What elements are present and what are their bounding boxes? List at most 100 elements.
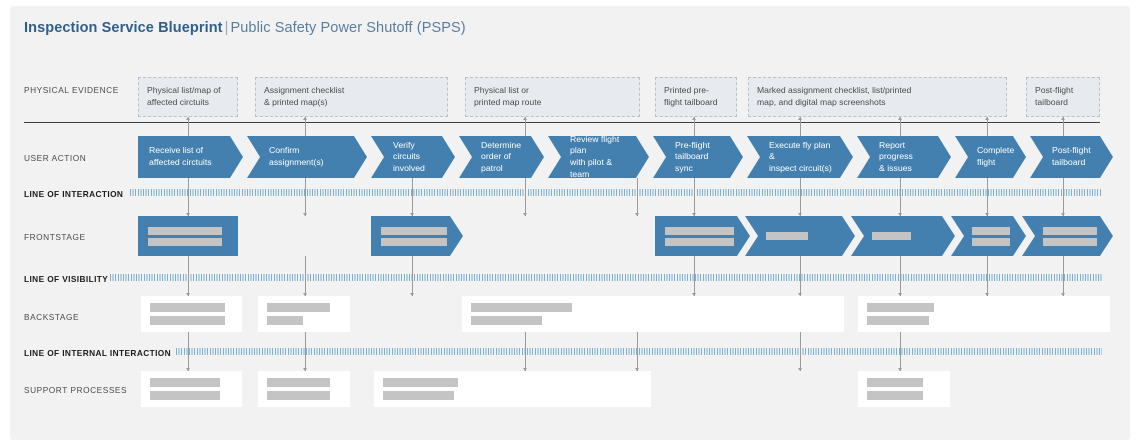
redacted-bar bbox=[383, 391, 454, 400]
connector-arrow bbox=[303, 368, 307, 371]
redacted-bars bbox=[471, 296, 835, 332]
connector-arrow bbox=[186, 117, 190, 120]
title-subtitle: Public Safety Power Shutoff (PSPS) bbox=[230, 20, 466, 36]
connector-arrow bbox=[798, 117, 802, 120]
redacted-bars bbox=[867, 296, 1101, 332]
user-action-step[interactable]: Report progress & issues bbox=[857, 136, 951, 178]
redacted-bar bbox=[381, 227, 447, 235]
redacted-bar bbox=[471, 316, 542, 325]
connector-line bbox=[525, 178, 526, 216]
connector-arrow bbox=[1061, 213, 1065, 216]
physical-evidence-box[interactable]: Assignment checklist & printed map(s) bbox=[255, 77, 448, 117]
support-process-block[interactable] bbox=[858, 371, 950, 407]
user-action-label: Post-flight tailboard bbox=[1052, 145, 1091, 167]
redacted-bars bbox=[267, 296, 341, 332]
user-action-step[interactable]: Verify circuits involved bbox=[371, 136, 455, 178]
physical-evidence-label: Post-flight tailboard bbox=[1035, 85, 1074, 107]
connector-arrow bbox=[898, 213, 902, 216]
connector-line bbox=[987, 178, 988, 216]
connector-arrow bbox=[692, 117, 696, 120]
connector-arrow bbox=[692, 293, 696, 296]
user-action-step[interactable]: Review flight plan with pilot & team bbox=[548, 136, 649, 178]
connector-arrow bbox=[635, 213, 639, 216]
connector-arrow bbox=[523, 213, 527, 216]
user-action-step[interactable]: Confirm assignment(s) bbox=[247, 136, 367, 178]
connector-arrow bbox=[186, 368, 190, 371]
physical-evidence-box[interactable]: Post-flight tailboard bbox=[1026, 77, 1100, 117]
user-action-step[interactable]: Pre-flight tailboard sync bbox=[653, 136, 743, 178]
row-label-backstage: BACKSTAGE bbox=[24, 312, 80, 322]
redacted-bars bbox=[867, 371, 941, 407]
redacted-bar bbox=[150, 391, 220, 400]
user-action-label: Execute fly plan & inspect circuit(s) bbox=[769, 139, 832, 173]
user-action-step[interactable]: Execute fly plan & inspect circuit(s) bbox=[747, 136, 853, 178]
connector-line bbox=[694, 256, 695, 296]
backstage-block[interactable] bbox=[258, 296, 350, 332]
redacted-bars bbox=[1043, 216, 1097, 256]
support-process-block[interactable] bbox=[258, 371, 350, 407]
physical-evidence-label: Marked assignment checklist, list/printe… bbox=[757, 85, 912, 107]
connector-line bbox=[800, 117, 801, 136]
user-action-label: Complete flight bbox=[977, 145, 1015, 167]
connector-arrow bbox=[798, 213, 802, 216]
user-action-label: Report progress & issues bbox=[879, 139, 913, 173]
connector-line bbox=[900, 256, 901, 296]
physical-evidence-box[interactable]: Marked assignment checklist, list/printe… bbox=[748, 77, 1007, 117]
redacted-bars bbox=[381, 216, 447, 256]
physical-evidence-label: Physical list or printed map route bbox=[474, 85, 542, 107]
redacted-bars bbox=[150, 296, 233, 332]
redacted-bars bbox=[383, 371, 642, 407]
connector-line bbox=[1063, 178, 1064, 216]
frontstage-block[interactable] bbox=[745, 216, 855, 256]
frontstage-block[interactable] bbox=[138, 216, 238, 256]
connector-line bbox=[525, 117, 526, 136]
connector-line bbox=[525, 332, 526, 371]
row-label-support-processes: SUPPORT PROCESSES bbox=[24, 385, 128, 395]
frontstage-block[interactable] bbox=[655, 216, 750, 256]
redacted-bar bbox=[150, 378, 220, 387]
redacted-bar bbox=[148, 226, 222, 235]
user-action-label: Verify circuits involved bbox=[393, 139, 425, 173]
frontstage-block[interactable] bbox=[1022, 216, 1113, 256]
user-action-label: Pre-flight tailboard sync bbox=[675, 139, 710, 173]
connector-arrow bbox=[898, 117, 902, 120]
redacted-bars bbox=[872, 216, 939, 256]
connector-line bbox=[987, 117, 988, 136]
connector-arrow bbox=[410, 213, 414, 216]
physical-evidence-box[interactable]: Physical list/map of affected circtuits bbox=[138, 77, 238, 117]
connector-line bbox=[188, 117, 189, 136]
redacted-bar bbox=[267, 316, 303, 325]
redacted-bar bbox=[867, 303, 934, 312]
physical-evidence-box[interactable]: Physical list or printed map route bbox=[465, 77, 640, 117]
connector-line bbox=[305, 178, 306, 216]
support-process-block[interactable] bbox=[141, 371, 242, 407]
user-action-step[interactable]: Post-flight tailboard bbox=[1030, 136, 1113, 178]
backstage-block[interactable] bbox=[141, 296, 242, 332]
connector-line bbox=[412, 178, 413, 216]
row-label-physical-evidence: PHYSICAL EVIDENCE bbox=[24, 85, 119, 95]
redacted-bar bbox=[148, 237, 222, 246]
page-title: Inspection Service Blueprint|Public Safe… bbox=[24, 20, 466, 36]
support-process-block[interactable] bbox=[374, 371, 651, 407]
redacted-bar bbox=[867, 316, 929, 325]
frontstage-block[interactable] bbox=[371, 216, 463, 256]
line-of-internal-interaction-rule bbox=[176, 348, 1102, 355]
backstage-block[interactable] bbox=[858, 296, 1110, 332]
redacted-bar bbox=[381, 238, 447, 246]
connector-line bbox=[694, 117, 695, 136]
user-action-step[interactable]: Determine order of patrol bbox=[459, 136, 544, 178]
user-action-step[interactable]: Receive list of affected circtuits bbox=[138, 136, 243, 178]
connector-arrow bbox=[692, 213, 696, 216]
redacted-bars bbox=[267, 371, 341, 407]
row-label-line-of-internal-interaction: LINE OF INTERNAL INTERACTION bbox=[24, 348, 172, 358]
connector-arrow bbox=[798, 368, 802, 371]
backstage-block[interactable] bbox=[462, 296, 844, 332]
redacted-bar bbox=[766, 232, 808, 240]
connector-arrow bbox=[303, 117, 307, 120]
redacted-bar bbox=[972, 238, 1010, 246]
frontstage-block[interactable] bbox=[851, 216, 955, 256]
connector-line bbox=[900, 332, 901, 371]
physical-evidence-box[interactable]: Printed pre- flight tailboard bbox=[655, 77, 737, 117]
connector-line bbox=[188, 256, 189, 296]
